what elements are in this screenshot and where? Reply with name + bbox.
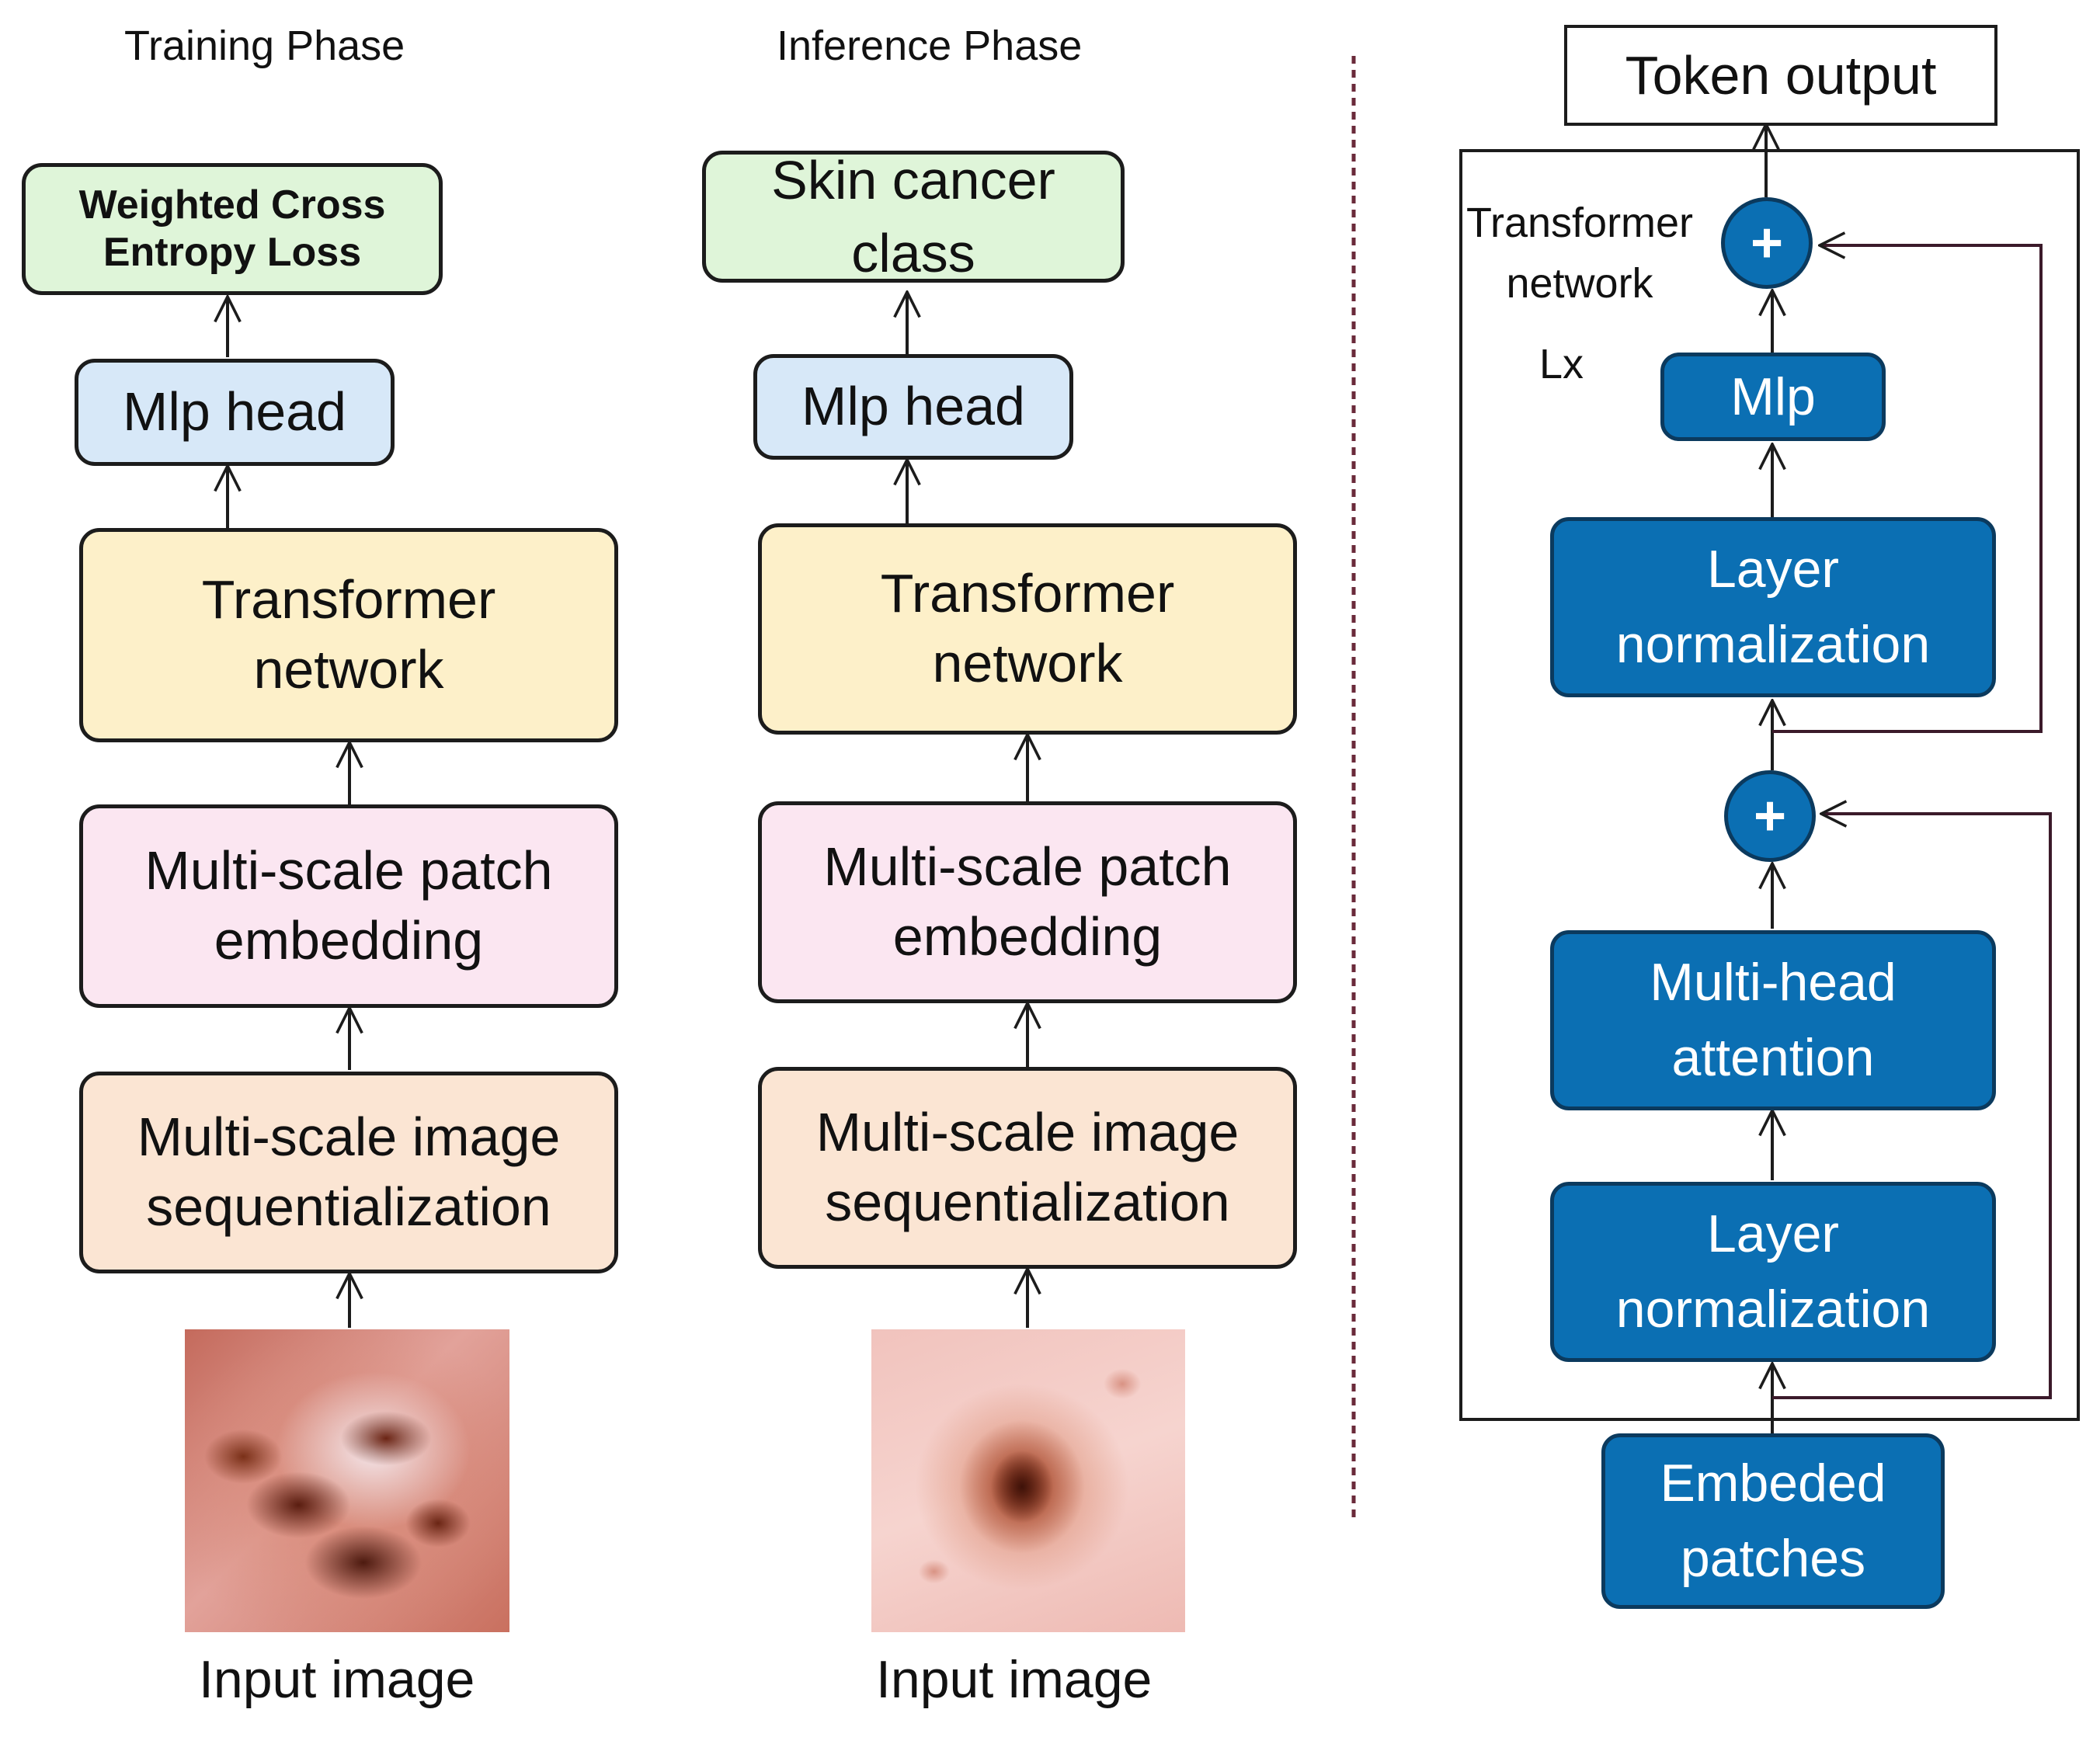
inference-lesion-image bbox=[871, 1329, 1185, 1632]
inference-patch-embedding-box: Multi-scale patch embedding bbox=[758, 801, 1297, 1003]
training-mlp-head-box: Mlp head bbox=[75, 359, 395, 466]
mlp-block: Mlp bbox=[1660, 353, 1886, 441]
multi-head-attention-block: Multi-head attention bbox=[1550, 930, 1996, 1110]
training-sequentialization-box: Multi-scale image sequentialization bbox=[79, 1072, 618, 1273]
inference-phase-title: Inference Phase bbox=[777, 23, 1083, 69]
inference-input-caption: Input image bbox=[876, 1650, 1153, 1709]
training-lesion-image bbox=[185, 1329, 509, 1632]
inference-transformer-box: Transformer network bbox=[758, 523, 1297, 735]
transformer-network-caption: Transformer network bbox=[1466, 200, 1694, 307]
training-transformer-box: Transformer network bbox=[79, 528, 618, 742]
layer-norm-top-block: Layer normalization bbox=[1550, 517, 1996, 697]
residual-add-bottom: + bbox=[1724, 770, 1816, 862]
inference-class-box: Skin cancer class bbox=[702, 150, 1125, 283]
layer-norm-bottom-block: Layer normalization bbox=[1550, 1182, 1996, 1362]
inference-sequentialization-box: Multi-scale image sequentialization bbox=[758, 1067, 1297, 1269]
token-output-box: Token output bbox=[1564, 25, 1997, 126]
residual-add-top: + bbox=[1721, 197, 1813, 289]
training-loss-box: Weighted Cross Entropy Loss bbox=[22, 163, 443, 295]
embedded-patches-block: Embeded patches bbox=[1601, 1433, 1945, 1609]
repeat-count-label: Lx bbox=[1539, 341, 1584, 387]
inference-mlp-head-box: Mlp head bbox=[753, 354, 1073, 460]
residual-loop-bottom bbox=[1772, 814, 2052, 1399]
training-phase-title: Training Phase bbox=[124, 23, 405, 69]
transformer-block-frame bbox=[1459, 149, 2080, 1421]
training-input-caption: Input image bbox=[199, 1650, 475, 1709]
training-patch-embedding-box: Multi-scale patch embedding bbox=[79, 804, 618, 1008]
residual-loop-top bbox=[1772, 245, 2043, 733]
